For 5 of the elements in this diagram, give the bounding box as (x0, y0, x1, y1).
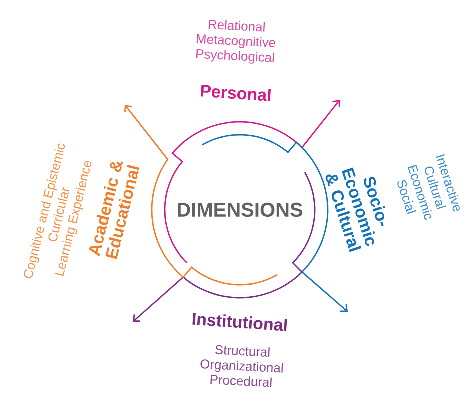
dimension-label: Institutional (192, 313, 288, 332)
aspect-list: Relational Metacognitive Psychological (196, 20, 276, 64)
dimension-label: Personal (200, 84, 272, 102)
dimension-label: DIMENSIONS (178, 202, 303, 218)
aspect-list: Structural Organizational Procedural (200, 345, 284, 388)
